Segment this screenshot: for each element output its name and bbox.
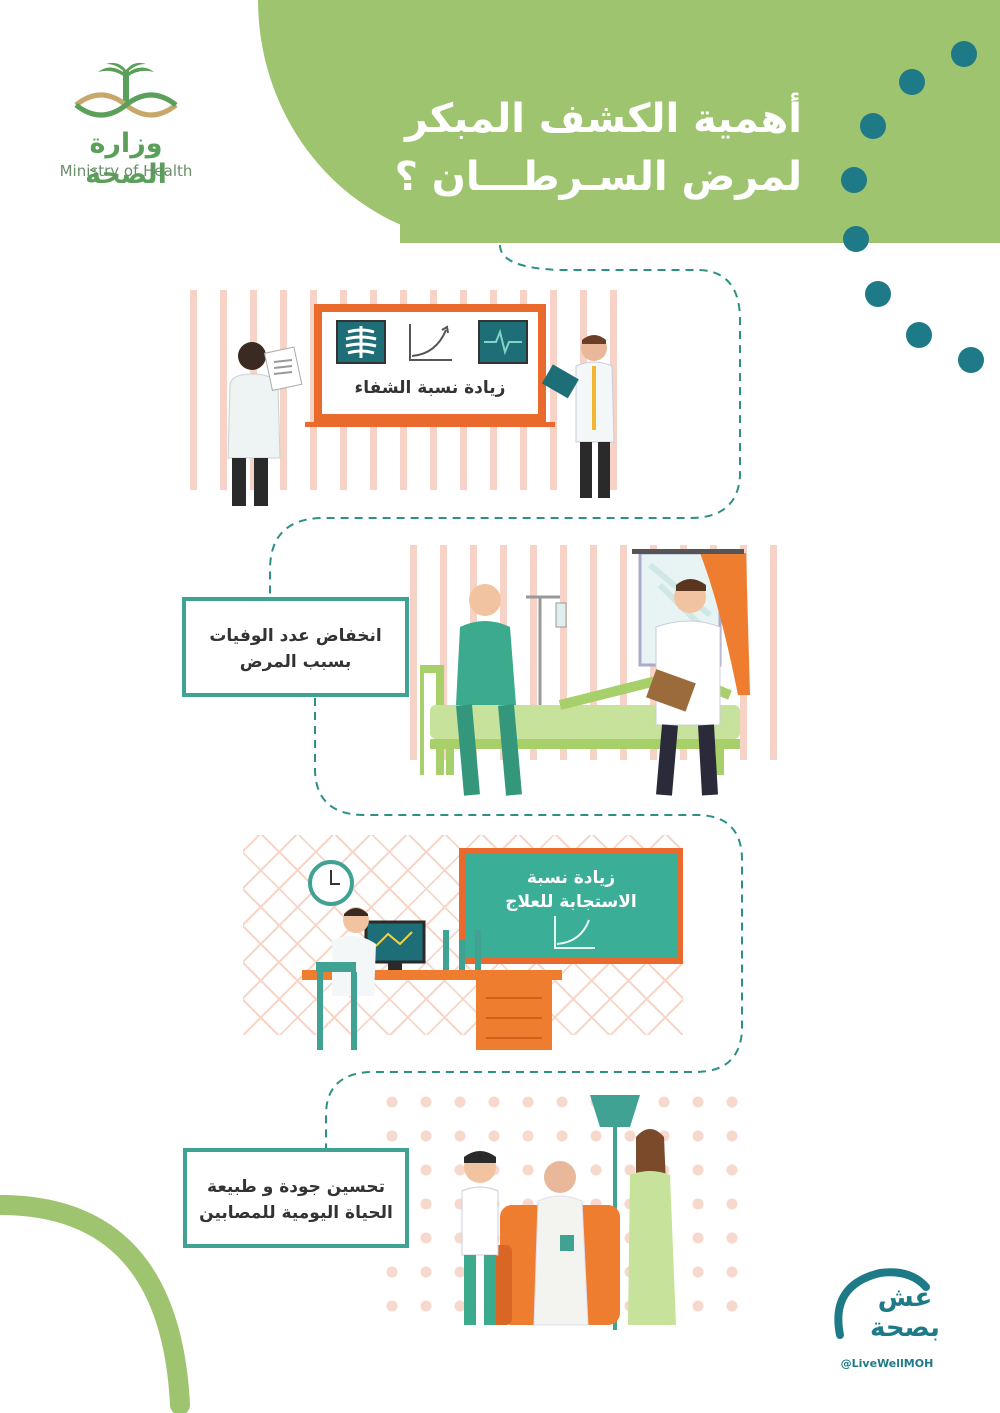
- benefit-3-board: زيادة نسبة الاستجابة للعلاج: [459, 848, 683, 964]
- decorative-dot: [865, 281, 891, 307]
- ministry-logo-icon: [74, 62, 178, 118]
- benefit-4-line-2: الحياة اليومية للمصابين: [199, 1203, 393, 1223]
- chart-icon: [409, 324, 452, 361]
- heart-monitor-icon: [478, 320, 528, 364]
- doctor-reading-illustration: [227, 342, 303, 506]
- board-ledge: [305, 422, 555, 427]
- benefit-3-line-2: الاستجابة للعلاج: [505, 892, 637, 912]
- lab-scientist-illustration: [302, 907, 562, 1050]
- family-illustration: [461, 1095, 676, 1330]
- logo-arabic-text: وزارة الصحة: [85, 128, 167, 190]
- benefit-3-line-1: زيادة نسبة: [526, 868, 616, 888]
- benefit-4-box: تحسين جودة و طبيعة الحياة اليومية للمصاب…: [183, 1148, 409, 1248]
- benefit-2-line-1: انخفاض عدد الوفيات: [209, 626, 382, 646]
- header-background-fill: [400, 0, 1000, 243]
- benefit-2-line-2: بسبب المرض: [239, 652, 352, 672]
- decorative-dot: [951, 41, 977, 67]
- clock-icon: [308, 860, 354, 906]
- page-title: أهمية الكشف المبكر لمرض السـرطـــان ؟: [342, 90, 802, 206]
- benefit-4-line-1: تحسين جودة و طبيعة: [207, 1177, 385, 1197]
- title-line-1: أهمية الكشف المبكر: [404, 96, 802, 142]
- benefit-2-box: انخفاض عدد الوفيات بسبب المرض: [182, 597, 409, 697]
- social-handle: @LiveWellMOH: [840, 1357, 934, 1370]
- decorative-arc: [0, 1195, 190, 1413]
- title-line-2: لمرض السـرطـــان ؟: [394, 154, 802, 200]
- decorative-dot: [958, 347, 984, 373]
- chart-icon: [554, 916, 595, 949]
- brand-line-2: بصحة: [870, 1313, 940, 1343]
- xray-icon: [336, 320, 386, 364]
- benefit-1-label: زيادة نسبة الشفاء: [354, 378, 506, 398]
- decorative-dot: [843, 226, 869, 252]
- doctor-clipboard-illustration: [541, 335, 615, 498]
- results-board: زيادة نسبة الشفاء: [314, 304, 546, 422]
- logo-english-text: Ministry of Health: [59, 162, 193, 180]
- decorative-dot: [906, 322, 932, 348]
- live-well-logo-icon: [834, 1268, 930, 1339]
- decorative-dot: [860, 113, 886, 139]
- hospital-room-illustration: [420, 549, 750, 796]
- decorative-dot: [899, 69, 925, 95]
- brand-line-1: عش: [877, 1283, 933, 1313]
- decorative-dot: [841, 167, 867, 193]
- live-well-logo-text: عش بصحة: [850, 1283, 960, 1343]
